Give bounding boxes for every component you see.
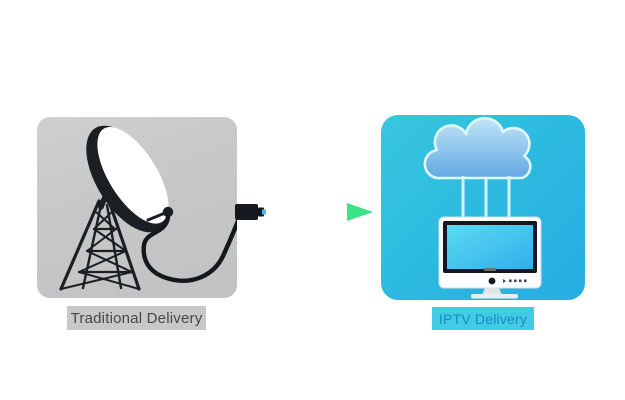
traditional-delivery-panel: [37, 117, 237, 298]
stream-lines: [461, 176, 511, 218]
satellite-dish-icon: [59, 125, 237, 291]
right-arrow-icon: [266, 203, 373, 221]
coax-cable-icon: [141, 214, 237, 283]
monitor-stand-neck: [482, 288, 502, 295]
cloud-icon: [423, 116, 532, 180]
iptv-delivery-panel: [381, 115, 585, 300]
feed-arm: [146, 211, 167, 222]
signal-flow: [235, 203, 373, 221]
desktop-monitor-icon: [438, 216, 542, 299]
cloud-to-monitor-graphic: [423, 116, 542, 299]
brand-mark: [484, 268, 496, 271]
control-buttons: [503, 279, 527, 283]
transmission-tower-icon: [59, 199, 141, 291]
iptv-delivery-label: IPTV Delivery: [432, 307, 534, 330]
webcam-dot: [488, 277, 496, 285]
traditional-delivery-label: Traditional Delivery: [67, 306, 206, 330]
dish-reflector: [86, 125, 169, 233]
cable-plug-icon: [235, 204, 266, 220]
monitor-stand-base: [471, 294, 518, 299]
lnb-head: [162, 206, 174, 218]
